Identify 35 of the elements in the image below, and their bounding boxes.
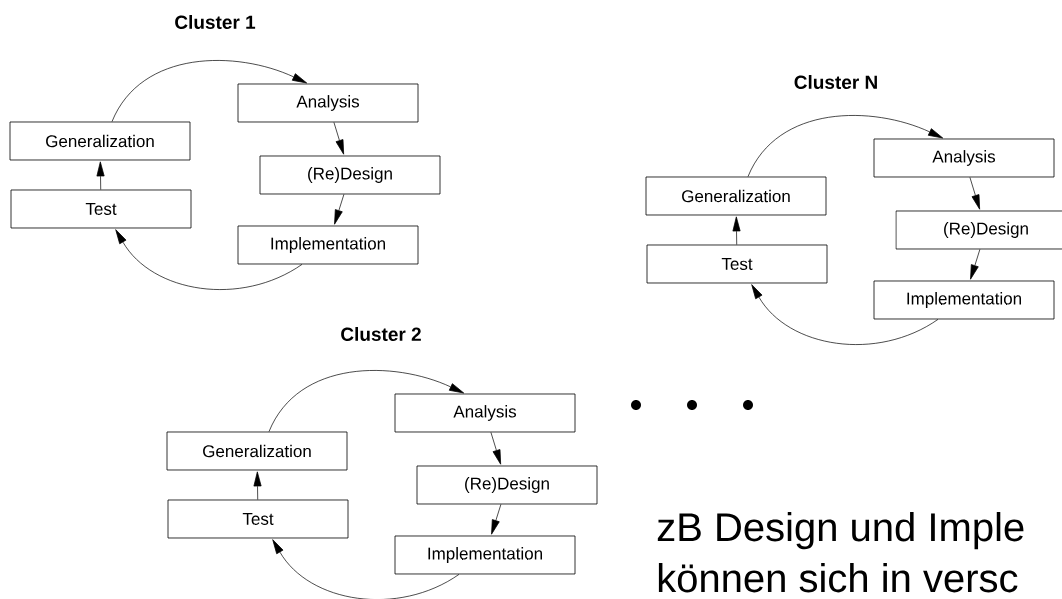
note-text: zB Design und Imple: [657, 512, 1024, 550]
arrow: [490, 432, 501, 465]
arrow: [751, 284, 939, 345]
process-box: Implementation: [237, 225, 419, 265]
arrow: [969, 177, 980, 210]
arrow: [491, 504, 502, 535]
note-text: können sich in versc: [658, 563, 1018, 593]
process-box: Generalization: [645, 176, 827, 216]
arrow: [732, 216, 741, 245]
arrow: [970, 249, 981, 280]
process-box: Analysis: [237, 83, 419, 123]
process-box: Test: [646, 244, 828, 284]
process-box: (Re)Design: [416, 465, 598, 505]
cluster-title: Cluster 1: [175, 15, 256, 29]
arrow: [115, 229, 303, 290]
process-box: Generalization: [9, 121, 191, 161]
arrow: [747, 115, 944, 177]
cluster-title: Cluster 2: [341, 327, 421, 341]
arrow: [111, 60, 308, 122]
process-box: Generalization: [166, 431, 348, 471]
arrow: [333, 122, 344, 155]
process-box: Implementation: [873, 280, 1055, 320]
arrow: [96, 161, 105, 190]
process-box: Test: [10, 189, 192, 229]
process-box: Test: [167, 499, 349, 539]
arrow: [268, 370, 465, 432]
process-box: Analysis: [394, 393, 576, 433]
cluster-title: Cluster N: [794, 75, 877, 89]
arrow: [253, 471, 262, 500]
process-box: (Re)Design: [895, 210, 1062, 250]
process-box: Analysis: [873, 138, 1055, 178]
process-box: (Re)Design: [259, 155, 441, 195]
process-box: Implementation: [394, 535, 576, 575]
arrow: [272, 539, 460, 599]
arrow: [334, 194, 345, 225]
